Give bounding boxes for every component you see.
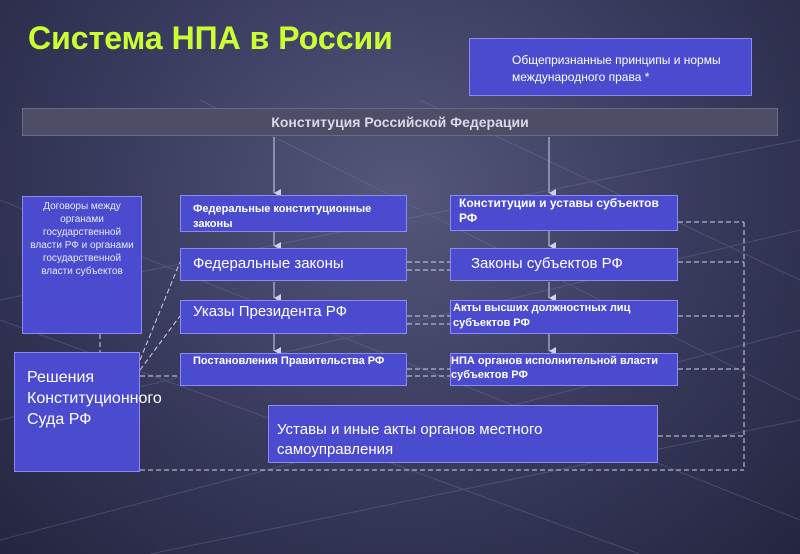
box-subject-officials-acts: Акты высших должностных лиц субъектов РФ bbox=[450, 300, 678, 334]
box-treaties: Договоры между органами государственной … bbox=[22, 196, 142, 334]
page-title: Система НПА в России bbox=[28, 20, 393, 56]
box-subject-constitutions: Конституции и уставы субъектов РФ bbox=[450, 195, 678, 231]
box-constitution: Конституция Российской Федерации bbox=[22, 108, 778, 136]
box-constitutional-court: Решения Конституционного Суда РФ bbox=[14, 352, 162, 472]
box-local-government-acts: Уставы и иные акты органов местного само… bbox=[268, 405, 658, 463]
box-subject-executive-acts: НПА органов исполнительной власти субъек… bbox=[450, 353, 678, 386]
box-government-resolutions: Постановления Правительства РФ bbox=[180, 353, 407, 386]
box-federal-laws: Федеральные законы bbox=[180, 248, 407, 281]
box-federal-constitutional-laws: Федеральные конституционные законы bbox=[180, 195, 407, 232]
box-international-law: Общепризнанные принципы и нормы междунар… bbox=[469, 38, 752, 96]
box-subject-laws: Законы субъектов РФ bbox=[450, 248, 678, 281]
box-presidential-decrees: Указы Президента РФ bbox=[180, 300, 407, 334]
